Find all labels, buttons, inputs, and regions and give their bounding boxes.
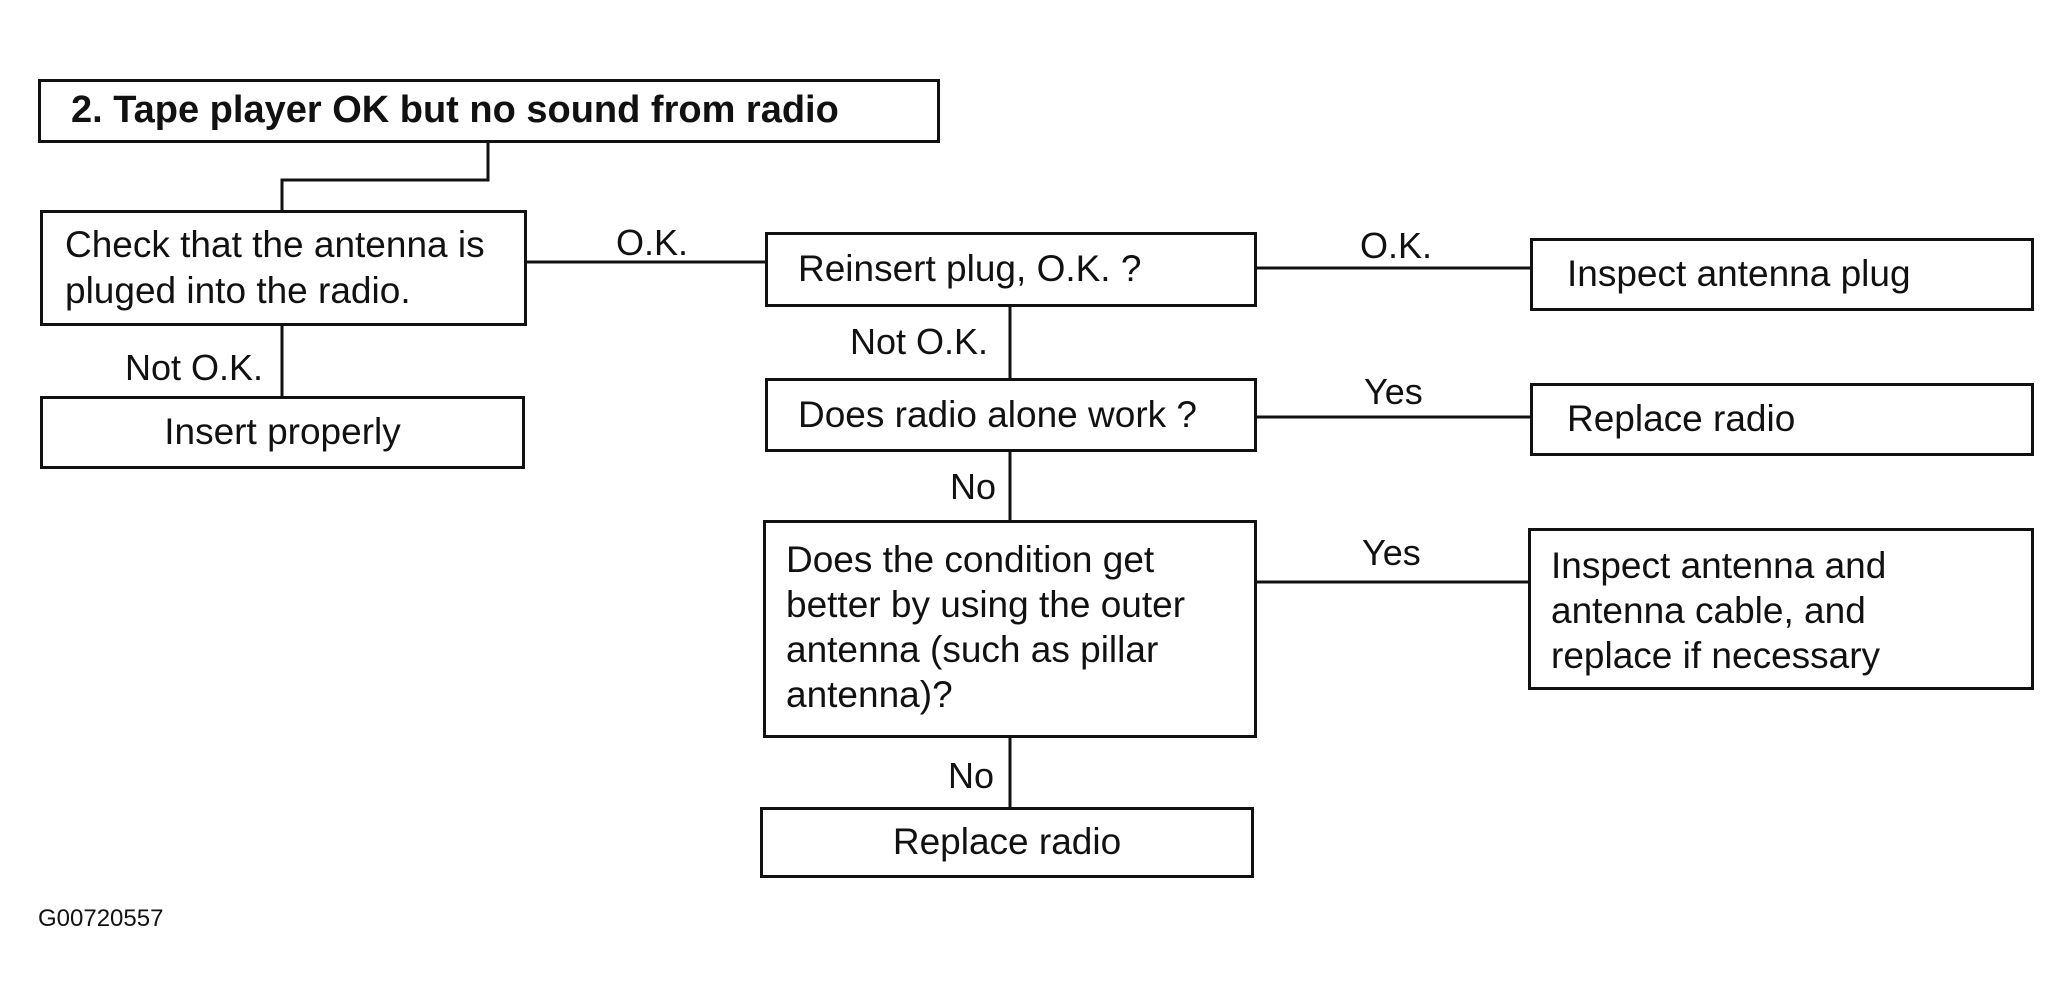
node-replace-radio-1-text: Replace radio	[1567, 398, 1796, 440]
title-to-check-connector	[280, 143, 490, 210]
edge-label-no-2: No	[948, 755, 995, 796]
node-inspect-antenna-plug-text: Inspect antenna plug	[1567, 253, 1911, 295]
node-outer-antenna-line-4: antenna)?	[786, 674, 953, 716]
edge-label-ok-1: O.K.	[616, 222, 689, 263]
node-outer-antenna: Does the condition get better by using t…	[763, 520, 1257, 738]
node-radio-alone: Does radio alone work ?	[765, 378, 1257, 452]
node-reinsert-plug-text: Reinsert plug, O.K. ?	[798, 248, 1142, 290]
node-replace-radio-2: Replace radio	[760, 807, 1254, 878]
title-text: 2. Tape player OK but no sound from radi…	[71, 89, 839, 132]
edge-label-yes-1: Yes	[1364, 371, 1423, 412]
edge-label-no-1: No	[950, 466, 997, 507]
node-check-antenna-line-2: pluged into the radio.	[65, 270, 411, 311]
node-outer-antenna-line-1: Does the condition get	[786, 539, 1155, 580]
figure-id: G00720557	[38, 905, 164, 932]
node-insert-properly-text: Insert properly	[164, 411, 401, 453]
node-replace-radio-2-text: Replace radio	[892, 821, 1122, 863]
node-inspect-cable: Inspect antenna and antenna cable, and r…	[1528, 528, 2034, 690]
node-outer-antenna-line-3: antenna (such as pillar	[786, 629, 1159, 671]
edge-label-ok-2: O.K.	[1360, 225, 1433, 266]
node-radio-alone-text: Does radio alone work ?	[798, 393, 1197, 435]
node-outer-antenna-line-2: better by using the outer	[786, 584, 1186, 626]
node-check-antenna: Check that the antenna is pluged into th…	[40, 210, 527, 326]
edge-label-yes-2: Yes	[1362, 532, 1421, 573]
edge-label-not-ok-1: Not O.K.	[125, 347, 264, 388]
flowchart-title: 2. Tape player OK but no sound from radi…	[38, 79, 940, 143]
node-inspect-cable-line-2: antenna cable, and	[1551, 590, 1866, 632]
node-insert-properly: Insert properly	[40, 396, 525, 469]
node-replace-radio-1: Replace radio	[1530, 383, 2034, 456]
node-inspect-antenna-plug: Inspect antenna plug	[1530, 238, 2034, 311]
node-inspect-cable-line-1: Inspect antenna and	[1551, 545, 1887, 586]
edge-label-not-ok-2: Not O.K.	[850, 321, 989, 362]
node-inspect-cable-line-3: replace if necessary	[1551, 635, 1881, 677]
node-reinsert-plug: Reinsert plug, O.K. ?	[765, 232, 1257, 307]
node-check-antenna-line-1: Check that the antenna is	[65, 223, 485, 265]
